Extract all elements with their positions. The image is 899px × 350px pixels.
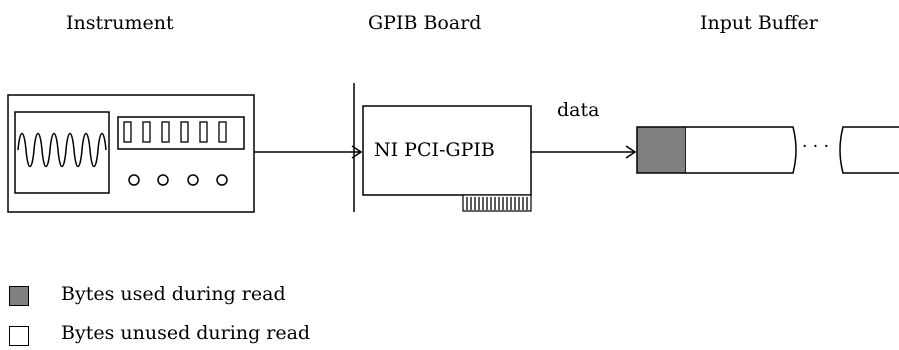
legend-unused-swatch	[9, 326, 29, 346]
knob-icon	[157, 174, 169, 186]
buffer-tail-cell	[839, 126, 899, 174]
knob-icon	[187, 174, 199, 186]
board-label: NI PCI-GPIB	[374, 139, 495, 161]
input-buffer-header: Input Buffer	[700, 12, 818, 34]
legend-used-swatch	[9, 286, 29, 306]
buffer-used-cell	[636, 126, 687, 174]
display-segment	[123, 121, 132, 143]
buffer-unused-cell	[686, 126, 797, 174]
display-segment	[161, 121, 170, 143]
waveform-icon	[17, 132, 107, 168]
board-card	[362, 105, 532, 196]
legend-unused-label: Bytes unused during read	[61, 322, 311, 344]
board-connector	[462, 194, 532, 212]
knob-icon	[216, 174, 228, 186]
display-segments	[123, 121, 227, 143]
knob-icon	[128, 174, 140, 186]
data-arrow-label: data	[557, 99, 600, 121]
control-knobs	[128, 174, 228, 186]
legend-used-label: Bytes used during read	[61, 283, 286, 305]
arrow-instrument-to-board	[254, 145, 363, 159]
instrument	[7, 94, 255, 213]
buffer-ellipsis: · · ·	[802, 137, 830, 157]
input-buffer	[636, 126, 899, 174]
connector-pins	[466, 197, 528, 210]
display-segment	[180, 121, 189, 143]
display-segment	[218, 121, 227, 143]
oscilloscope-screen	[14, 111, 110, 194]
instrument-header: Instrument	[66, 12, 174, 34]
gpib-board-header: GPIB Board	[368, 12, 482, 34]
arrow-board-to-buffer	[531, 145, 637, 159]
display-segment	[142, 121, 151, 143]
gpib-board	[353, 83, 532, 212]
display-segment	[199, 121, 208, 143]
